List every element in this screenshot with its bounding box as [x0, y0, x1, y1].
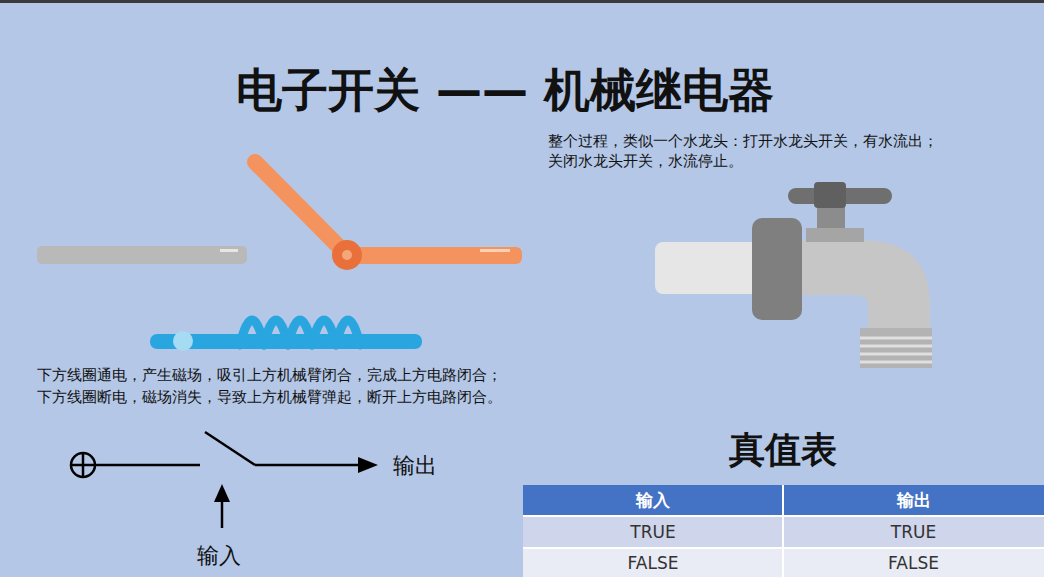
faucet-threads	[860, 338, 932, 362]
table-header-cell: 输出	[783, 485, 1044, 516]
faucet-pipe	[655, 242, 765, 294]
title: 电子开关 —— 机械继电器	[236, 60, 774, 122]
pivot	[332, 240, 362, 270]
rod-highlight	[220, 249, 238, 252]
analogy-note: 关闭水龙头开关，水流停止。	[548, 152, 743, 171]
coil-note: 下方线圈通电，产生磁场，吸引上方机械臂闭合，完成上方电路闭合；	[37, 366, 502, 385]
thread-line	[860, 337, 932, 340]
coil-bead	[173, 331, 193, 351]
table-divider	[523, 547, 1044, 549]
coil-note: 下方线圈断电，磁场消失，导致上方机械臂弹起，断开上方电路闭合。	[37, 388, 502, 407]
table-cell: TRUE	[523, 516, 783, 548]
wire	[255, 464, 362, 467]
fixed-arm	[347, 247, 522, 264]
arm-highlight	[480, 249, 510, 252]
faucet-collar	[806, 228, 864, 242]
pivot-center	[342, 250, 352, 260]
plus-sign	[82, 453, 85, 477]
thread-line	[860, 353, 932, 356]
thread-line	[860, 345, 932, 348]
coil-windings	[240, 320, 360, 345]
handle-hub	[814, 182, 846, 208]
coil-loop	[336, 320, 360, 345]
top-border	[0, 0, 1044, 3]
table-title: 真值表	[729, 426, 837, 475]
contact-rod	[37, 246, 247, 264]
table-header-cell: 输入	[523, 485, 783, 516]
analogy-note: 整个过程，类似一个水龙头：打开水龙头开关，有水流出；	[548, 132, 938, 151]
input-arrowhead	[214, 484, 230, 502]
switch-blade	[205, 432, 255, 465]
input-arrow	[221, 500, 224, 528]
input-label: 输入	[197, 541, 241, 571]
table-divider	[782, 485, 784, 577]
wire	[95, 464, 200, 467]
table-cell: FALSE	[523, 548, 783, 577]
table-cell: FALSE	[783, 548, 1044, 577]
faucet-outlet	[860, 328, 932, 368]
switch-arm	[255, 162, 347, 255]
table-divider	[523, 515, 1044, 517]
faucet-spout	[790, 240, 930, 330]
power-terminal	[71, 453, 95, 477]
thread-line	[860, 361, 932, 364]
output-arrowhead	[358, 457, 378, 473]
output-label: 输出	[393, 451, 437, 481]
faucet-nut	[752, 218, 802, 320]
table-cell: TRUE	[783, 516, 1044, 548]
